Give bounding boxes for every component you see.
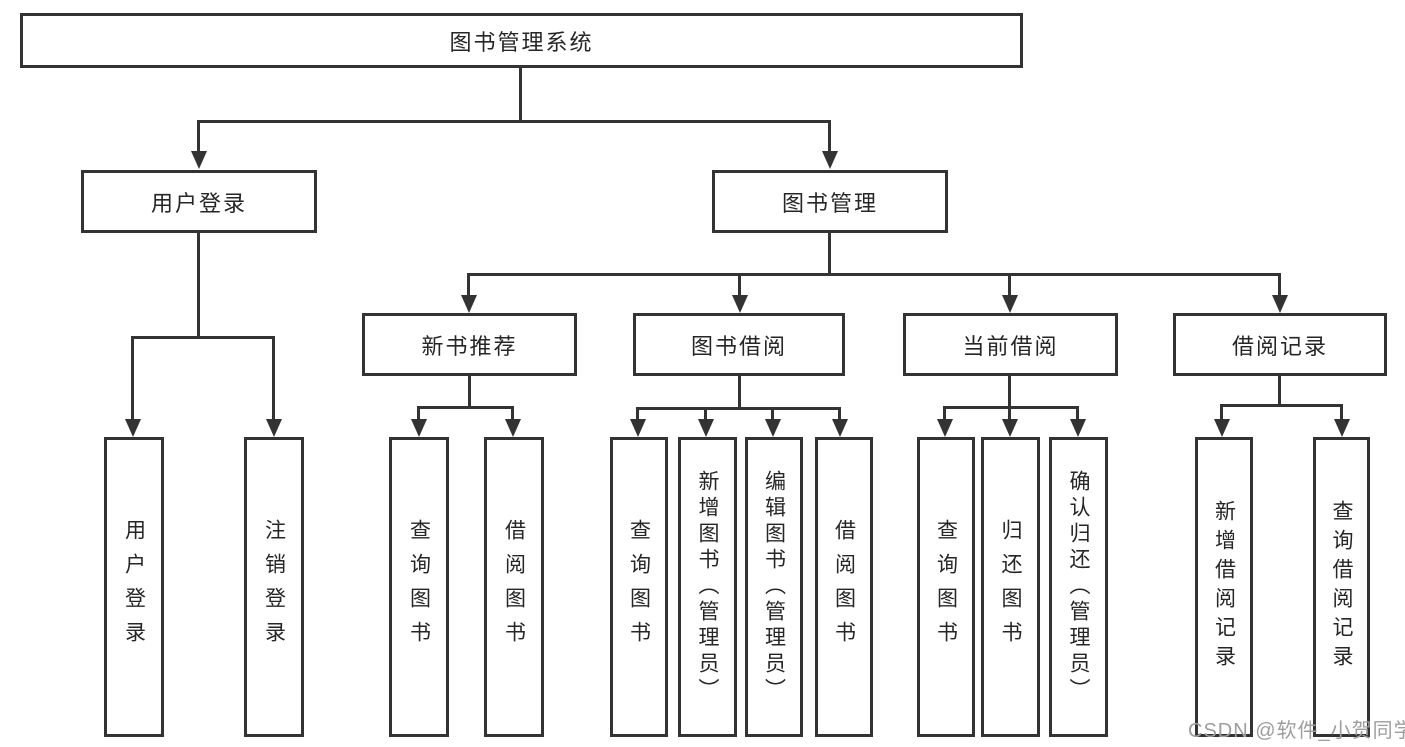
connector-line (131, 336, 275, 339)
node-label: 新增借阅记录 (1212, 500, 1236, 674)
arrowhead-down-icon (698, 419, 714, 437)
node-new-book-recommend: 新书推荐 (362, 313, 577, 376)
arrowhead-down-icon (461, 295, 477, 313)
connector-line (272, 336, 275, 420)
connector-line (636, 407, 639, 420)
node-borrowing-records: 借阅记录 (1173, 313, 1387, 376)
connector-line (1008, 376, 1011, 406)
arrowhead-down-icon (1334, 419, 1350, 437)
connector-line (771, 407, 774, 420)
arrowhead-down-icon (125, 419, 141, 437)
node-label: 用户登录 (150, 190, 247, 216)
node-borrow-books-recommend: 借阅图书 (484, 437, 544, 737)
node-label: 借阅记录 (1231, 333, 1328, 359)
connector-line (417, 406, 514, 409)
node-logout: 注销登录 (244, 437, 304, 737)
node-add-books-admin: 新增图书（管理员） (678, 437, 737, 737)
connector-line (943, 406, 1079, 409)
connector-line (828, 233, 831, 273)
node-return-books: 归还图书 (981, 437, 1040, 737)
node-edit-books-admin: 编辑图书（管理员） (745, 437, 803, 737)
node-query-books-current: 查询图书 (917, 437, 975, 737)
node-label: 新书推荐 (421, 333, 518, 359)
arrowhead-down-icon (266, 419, 282, 437)
node-confirm-return-admin: 确认归还（管理员） (1049, 437, 1108, 737)
arrowhead-down-icon (630, 419, 646, 437)
arrowhead-down-icon (1002, 419, 1018, 437)
node-current-borrowing: 当前借阅 (903, 313, 1118, 376)
node-query-borrow-record: 查询借阅记录 (1313, 437, 1370, 737)
connector-line (197, 120, 831, 123)
arrowhead-down-icon (411, 419, 427, 437)
node-label: 查询图书 (934, 519, 958, 655)
arrowhead-down-icon (1002, 295, 1018, 313)
connector-line (1008, 406, 1011, 420)
arrowhead-down-icon (732, 295, 748, 313)
node-book-management: 图书管理 (712, 170, 948, 233)
connector-line (467, 273, 470, 297)
node-label: 归还图书 (999, 519, 1022, 655)
node-label: 确认归还（管理员） (1067, 470, 1090, 704)
arrowhead-down-icon (937, 419, 953, 437)
connector-line (943, 406, 946, 420)
node-label: 查询借阅记录 (1330, 500, 1353, 674)
node-label: 图书管理系统 (449, 29, 594, 55)
node-user-login-action: 用户登录 (104, 437, 164, 737)
connector-line (1076, 406, 1079, 420)
connector-line (1220, 404, 1223, 420)
connector-line (197, 233, 200, 336)
connector-line (1220, 404, 1343, 407)
connector-line (511, 406, 514, 420)
connector-line (519, 68, 522, 120)
connector-line (838, 407, 841, 420)
node-label: 查询图书 (627, 519, 651, 655)
connector-line (738, 273, 741, 297)
connector-line (636, 407, 841, 410)
node-label: 新增图书（管理员） (696, 470, 719, 704)
connector-line (417, 406, 420, 420)
arrowhead-down-icon (1070, 419, 1086, 437)
arrowhead-down-icon (191, 151, 207, 169)
node-label: 图书借阅 (690, 333, 787, 359)
connector-line (1340, 404, 1343, 420)
node-book-management-system: 图书管理系统 (20, 13, 1023, 68)
node-label: 编辑图书（管理员） (762, 470, 786, 704)
node-label: 借阅图书 (832, 519, 856, 655)
connector-line (197, 120, 200, 153)
node-label: 查询图书 (407, 519, 431, 655)
node-label: 借阅图书 (502, 519, 526, 655)
node-label: 当前借阅 (962, 333, 1059, 359)
node-user-login: 用户登录 (81, 170, 317, 233)
node-label: 用户登录 (122, 519, 146, 655)
node-book-borrowing: 图书借阅 (633, 313, 845, 376)
connector-line (468, 376, 471, 406)
csdn-watermark: CSDN @软件_小贺同学 (1188, 720, 1405, 742)
arrowhead-down-icon (1214, 419, 1230, 437)
node-label: 图书管理 (781, 190, 878, 216)
connector-line (1278, 376, 1281, 404)
node-query-books-borrow: 查询图书 (610, 437, 668, 737)
arrowhead-down-icon (765, 419, 781, 437)
node-add-borrow-record: 新增借阅记录 (1195, 437, 1253, 737)
connector-line (738, 376, 741, 407)
connector-line (1008, 273, 1011, 297)
arrowhead-down-icon (1272, 295, 1288, 313)
arrowhead-down-icon (822, 151, 838, 169)
node-query-books-recommend: 查询图书 (389, 437, 449, 737)
node-borrow-books: 借阅图书 (815, 437, 873, 737)
arrowhead-down-icon (832, 419, 848, 437)
connector-line (1278, 273, 1281, 297)
node-label: 注销登录 (262, 519, 286, 655)
connector-line (467, 273, 1281, 276)
connector-line (131, 336, 134, 420)
connector-line (704, 407, 707, 420)
connector-line (828, 120, 831, 153)
arrowhead-down-icon (505, 419, 521, 437)
